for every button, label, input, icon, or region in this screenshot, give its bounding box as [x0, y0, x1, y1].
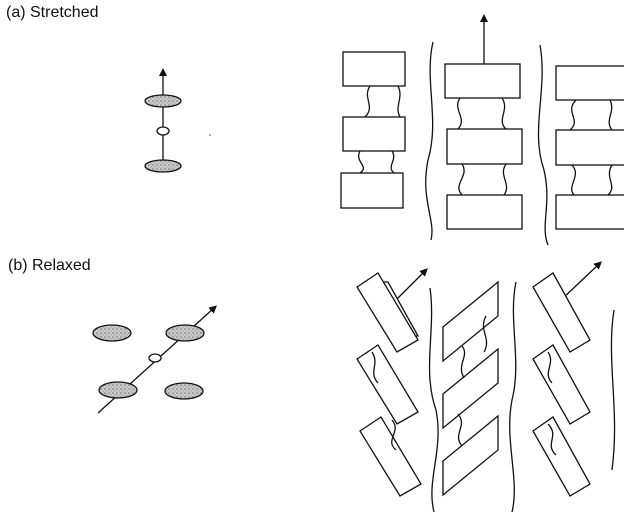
tie-chain [364, 85, 371, 118]
tie-chain [482, 315, 488, 353]
tilted-block [359, 416, 422, 497]
tie-chain [397, 85, 401, 118]
tilted-block [442, 280, 499, 363]
stretched-blocks-diagram [340, 14, 624, 246]
tie-chain [458, 163, 465, 196]
tilted-block [532, 416, 591, 497]
block [444, 63, 521, 99]
tie-chain [607, 164, 613, 196]
relaxed-blocks-diagram [356, 261, 616, 513]
chain-boundary [428, 287, 439, 513]
tie-chain [547, 423, 557, 456]
top-ellipse [144, 94, 182, 108]
chain-boundary [610, 309, 616, 471]
tilt-direction-arrow [560, 261, 602, 301]
tie-chain [390, 150, 395, 174]
tilted-block [442, 414, 499, 497]
tie-chain [460, 345, 466, 379]
tie-chain [371, 351, 379, 384]
ellipse-bottom-left [98, 381, 138, 399]
center-atom [156, 126, 170, 136]
center-atom [148, 353, 162, 363]
block [446, 194, 523, 230]
tie-chain [547, 351, 553, 384]
block [555, 194, 624, 230]
tilted-block [532, 272, 591, 353]
tie-chain [457, 97, 463, 130]
tie-chain [358, 150, 365, 174]
tie-chain [391, 419, 397, 451]
block [555, 65, 624, 101]
block [342, 51, 406, 87]
ellipse-top-right [165, 324, 205, 342]
panel-b-label: (b) Relaxed [8, 257, 91, 274]
relaxed-molecule-model [92, 305, 217, 414]
tie-chain [571, 164, 577, 196]
panel-a-label: (a) Stretched [6, 4, 99, 21]
ellipse-bottom-right [164, 382, 204, 400]
stretched-molecule-model [144, 68, 182, 173]
block [342, 116, 406, 152]
chain-boundary [509, 281, 517, 513]
block [446, 128, 523, 165]
tie-chain [608, 99, 613, 131]
tie-chain [502, 163, 508, 196]
tie-chain [569, 99, 577, 131]
bottom-ellipse [144, 159, 182, 173]
tilted-block [442, 347, 499, 430]
speck [209, 134, 211, 136]
ellipse-top-left [92, 324, 132, 342]
block [555, 129, 624, 166]
tilted-block [532, 344, 591, 425]
tilted-block [356, 344, 419, 425]
tilt-direction-arrow [395, 268, 428, 301]
chain-boundary [537, 44, 549, 246]
tie-chain [457, 413, 463, 447]
block [340, 172, 404, 209]
chain-boundary [425, 41, 434, 241]
tie-chain [501, 97, 507, 130]
tilted-block [356, 272, 419, 353]
